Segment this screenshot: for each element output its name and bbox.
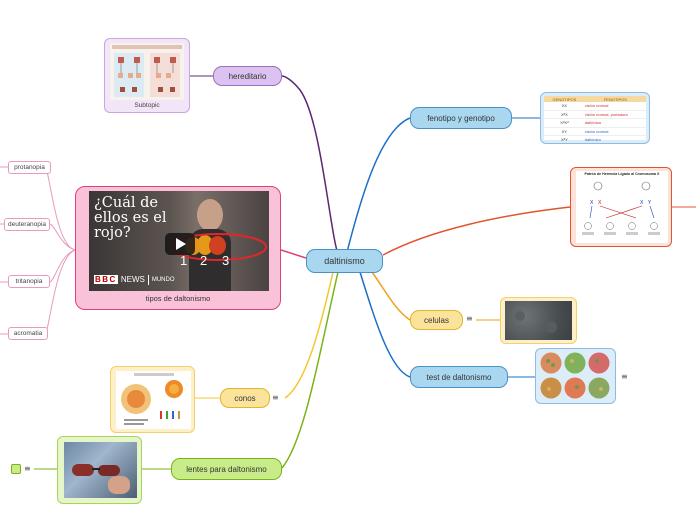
genotype-header: GENOTIPOS bbox=[552, 96, 577, 102]
subtopic-deuteranopia[interactable]: deuteranopia bbox=[4, 218, 50, 231]
hereditario-image-card[interactable]: Subtopic bbox=[104, 38, 190, 113]
table-row: XᵈX visión normal, portadora bbox=[544, 111, 646, 119]
topic-conos-label: conos bbox=[234, 393, 256, 403]
bbc-news-logo: BBC NEWS MUNDO bbox=[94, 273, 175, 286]
play-button[interactable] bbox=[165, 233, 195, 255]
table-row: XᵈXᵈ daltónica bbox=[544, 119, 646, 128]
video-headline: ¿Cuál de ellos es el rojo? bbox=[94, 195, 167, 241]
inheritance-diagram: Patrón de Herencia Ligado al Cromosoma X… bbox=[576, 171, 668, 243]
lentes-subtopic-box[interactable] bbox=[11, 464, 21, 474]
cells-microscope-image bbox=[505, 301, 572, 340]
inheritance-image-card[interactable]: Patrón de Herencia Ligado al Cromosoma X… bbox=[570, 167, 672, 247]
subtopic-acromatia[interactable]: acromatia bbox=[8, 327, 48, 340]
central-topic-label: daltinismo bbox=[324, 256, 365, 266]
conos-image-card[interactable] bbox=[110, 366, 195, 433]
topic-tipos-label: tipos de daltonismo bbox=[145, 294, 211, 303]
table-row: XX visión normal bbox=[544, 102, 646, 111]
note-icon[interactable]: ≡ bbox=[466, 314, 473, 323]
topic-lentes[interactable]: lentes para daltonismo bbox=[171, 458, 282, 480]
topic-celulas[interactable]: celulas bbox=[410, 310, 463, 330]
topic-test-label: test de daltonismo bbox=[426, 372, 492, 382]
note-icon[interactable]: ≡ bbox=[24, 464, 31, 473]
pedigree-image bbox=[110, 43, 184, 100]
pedigree-chart-icon bbox=[112, 45, 182, 97]
topic-lentes-label: lentes para daltonismo bbox=[186, 464, 267, 474]
test-image-card[interactable] bbox=[535, 348, 616, 404]
svg-text:Y: Y bbox=[647, 200, 652, 206]
ishihara-plates-icon bbox=[540, 352, 610, 399]
table-row: XY visión normal bbox=[544, 128, 646, 136]
note-icon[interactable]: ≡ bbox=[621, 372, 628, 381]
eye-diagram-image bbox=[116, 371, 191, 429]
topic-fenotipo-label: fenotipo y genotipo bbox=[427, 113, 495, 123]
svg-text:X: X bbox=[640, 200, 644, 206]
video-number-3: 3 bbox=[222, 253, 230, 268]
svg-text:X: X bbox=[590, 200, 594, 206]
topic-hereditario[interactable]: hereditario bbox=[213, 66, 282, 86]
topic-test[interactable]: test de daltonismo bbox=[410, 366, 508, 388]
topic-hereditario-label: hereditario bbox=[228, 71, 267, 81]
video-number-1: 1 bbox=[180, 253, 188, 268]
note-icon[interactable]: ≡ bbox=[272, 393, 279, 402]
tipos-video-card[interactable]: ¿Cuál de ellos es el rojo? 1 2 3 BBC NEW… bbox=[75, 186, 281, 310]
topic-conos[interactable]: conos bbox=[220, 388, 270, 408]
genotype-table: GENOTIPOS FENOTIPOS XX visión normal XᵈX… bbox=[544, 96, 646, 142]
bbc-letters: BBC bbox=[94, 275, 118, 284]
hereditario-image-caption: Subtopic bbox=[134, 102, 160, 109]
phenotype-header: FENOTIPOS bbox=[603, 96, 627, 102]
svg-text:X: X bbox=[598, 200, 602, 206]
central-topic[interactable]: daltinismo bbox=[306, 249, 383, 273]
topic-fenotipo-genotipo[interactable]: fenotipo y genotipo bbox=[410, 107, 512, 129]
table-row: XᵈY daltónico bbox=[560, 137, 601, 143]
subtopic-protanopia[interactable]: protanopia bbox=[8, 161, 51, 174]
mundo-label: MUNDO bbox=[151, 276, 175, 283]
topic-celulas-label: celulas bbox=[424, 315, 449, 325]
lentes-image-card[interactable] bbox=[57, 436, 142, 504]
person-icon bbox=[197, 199, 223, 231]
news-label: NEWS bbox=[120, 275, 145, 284]
eye-cones-icon bbox=[121, 373, 183, 425]
glasses-icon bbox=[72, 464, 128, 476]
video-number-2: 2 bbox=[200, 253, 208, 268]
subtopic-tritanopia[interactable]: tritanopia bbox=[8, 275, 50, 288]
play-icon bbox=[176, 238, 186, 250]
glasses-photo bbox=[64, 442, 137, 498]
celulas-image-card[interactable] bbox=[500, 297, 577, 344]
inheritance-title: Patrón de Herencia Ligado al Cromosoma X bbox=[584, 172, 660, 176]
genotype-table-card[interactable]: GENOTIPOS FENOTIPOS XX visión normal XᵈX… bbox=[540, 92, 650, 144]
video-thumbnail[interactable]: ¿Cuál de ellos es el rojo? 1 2 3 BBC NEW… bbox=[89, 191, 269, 291]
